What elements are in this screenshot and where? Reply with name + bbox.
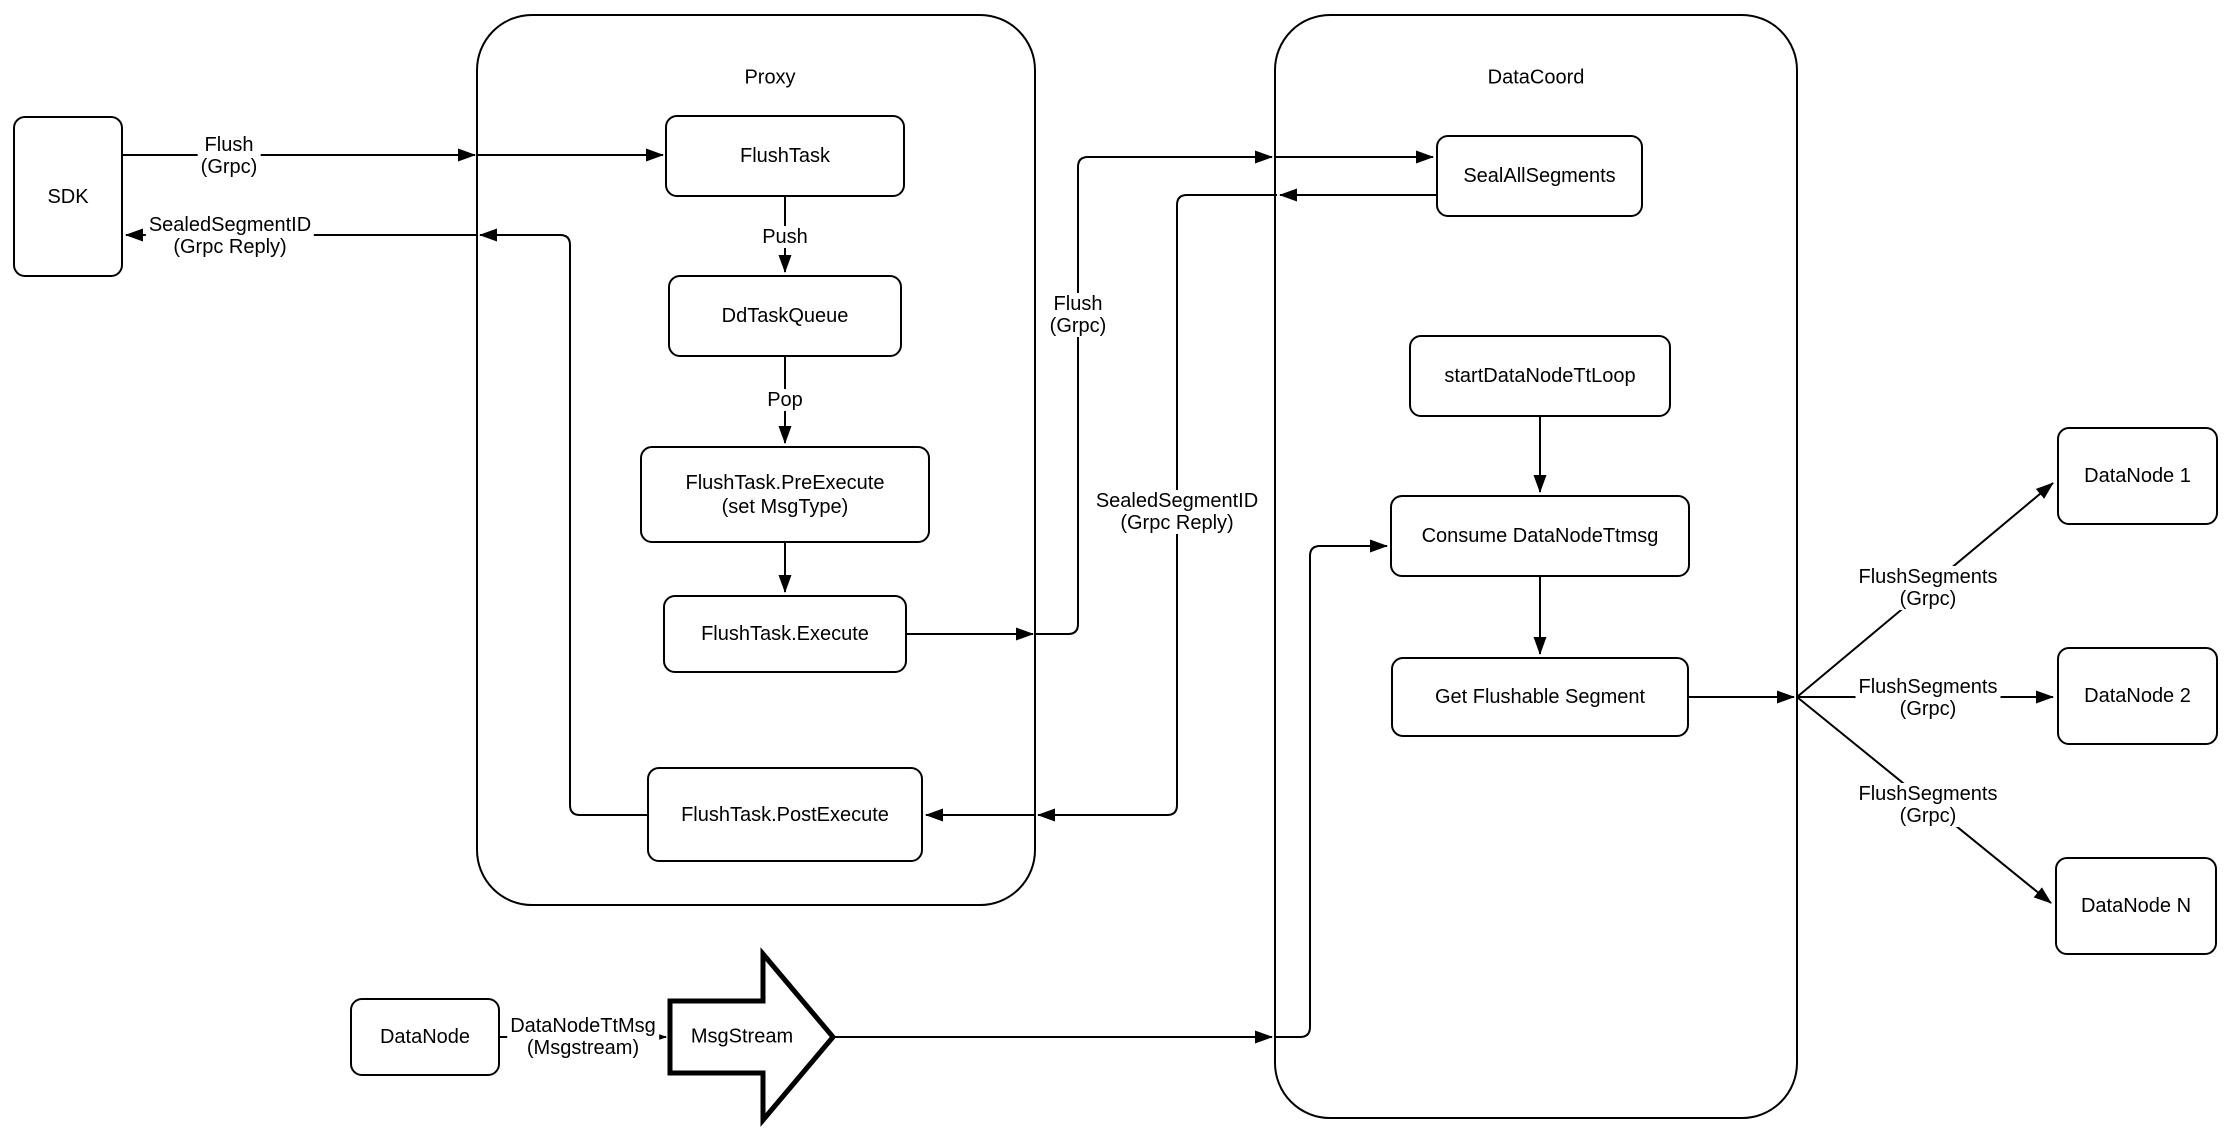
edge-label-datanodettmsg: DataNodeTtMsg (Msgstream): [507, 1015, 659, 1059]
node-get-flushable-segment: Get Flushable Segment: [1391, 657, 1689, 737]
edge-label-line: (Grpc): [1049, 315, 1107, 337]
edge-label-flushsegments-2: FlushSegments (Grpc): [1855, 676, 2001, 720]
node-consume-datanodettmsg: Consume DataNodeTtmsg: [1390, 495, 1690, 577]
edge-label-line: (Grpc Reply): [173, 236, 287, 258]
node-postexecute: FlushTask.PostExecute: [647, 767, 923, 862]
edge-label-line: (Grpc): [1899, 588, 1957, 610]
node-execute: FlushTask.Execute: [663, 595, 907, 673]
node-datanode-bottom-label: DataNode: [379, 1026, 471, 1048]
node-datanode-2-label: DataNode 2: [2084, 685, 2191, 707]
edge-label-line: (Msgstream): [526, 1037, 640, 1059]
edge-label-flushsegments-3: FlushSegments (Grpc): [1855, 783, 2001, 827]
datacoord-title: DataCoord: [1487, 66, 1585, 89]
node-consume-datanodettmsg-label: Consume DataNodeTtmsg: [1421, 525, 1659, 547]
edge-label-line: FlushSegments: [1858, 676, 1998, 698]
node-preexecute-label-line2: (set MsgType): [721, 495, 849, 518]
node-datanode-1-label: DataNode 1: [2084, 465, 2191, 487]
edge-label-flush-grpc-datacoord: Flush (Grpc): [1046, 293, 1110, 337]
node-datanode-1: DataNode 1: [2057, 427, 2218, 525]
edge-label-line: Flush: [1053, 293, 1103, 315]
edge-flush-to-datacoord-edge: [1035, 150, 1273, 635]
edge-label-pop: Pop: [764, 389, 806, 411]
edge-label-line: (Grpc): [1899, 805, 1957, 827]
proxy-title: Proxy: [744, 66, 796, 89]
node-sealallsegments: SealAllSegments: [1436, 135, 1643, 217]
node-execute-label: FlushTask.Execute: [701, 623, 869, 645]
edge-label-line: SealedSegmentID: [1095, 490, 1259, 512]
node-startdatanodettloop-label: startDataNodeTtLoop: [1444, 365, 1636, 387]
node-ddtaskqueue-label: DdTaskQueue: [721, 305, 849, 327]
node-flushtask-label: FlushTask: [739, 145, 831, 167]
msgstream-block-arrow: [667, 947, 837, 1127]
node-preexecute: FlushTask.PreExecute (set MsgType): [640, 446, 930, 543]
node-get-flushable-segment-label: Get Flushable Segment: [1434, 686, 1646, 708]
node-sdk-label: SDK: [47, 185, 89, 208]
edge-label-line: FlushSegments: [1858, 783, 1998, 805]
proxy-container: [476, 14, 1036, 906]
node-flushtask: FlushTask: [665, 115, 905, 197]
edge-label-line: (Grpc): [1899, 698, 1957, 720]
node-ddtaskqueue: DdTaskQueue: [668, 275, 902, 357]
edge-label-line: FlushSegments: [1858, 566, 1998, 588]
edge-label-line: Pop: [767, 389, 803, 411]
node-postexecute-label: FlushTask.PostExecute: [681, 803, 889, 826]
edge-label-push: Push: [759, 226, 811, 248]
node-startdatanodettloop: startDataNodeTtLoop: [1409, 335, 1671, 417]
edge-label-sealedsegmentid-proxy: SealedSegmentID (Grpc Reply): [1092, 490, 1262, 534]
edge-label-flushsegments-1: FlushSegments (Grpc): [1855, 566, 2001, 610]
edge-label-line: (Grpc Reply): [1120, 512, 1234, 534]
edge-postexecute-to-proxy-edge: [479, 228, 647, 816]
edge-label-line: DataNodeTtMsg: [510, 1015, 656, 1037]
node-sealallsegments-label: SealAllSegments: [1463, 165, 1616, 187]
msgstream-label: MsgStream: [690, 1025, 794, 1048]
datacoord-container: [1274, 14, 1798, 1119]
node-datanode-n-label: DataNode N: [2080, 895, 2192, 917]
edge-label-line: Push: [762, 226, 808, 248]
node-datanode-bottom: DataNode: [350, 998, 500, 1076]
edge-label-line: (Grpc): [200, 156, 258, 178]
node-datanode-n: DataNode N: [2055, 857, 2217, 955]
edge-label-sealedsegmentid-sdk: SealedSegmentID (Grpc Reply): [145, 214, 315, 258]
edge-label-line: SealedSegmentID: [148, 214, 312, 236]
edge-label-flush-grpc-sdk: Flush (Grpc): [197, 134, 261, 178]
node-preexecute-label-line1: FlushTask.PreExecute: [685, 471, 885, 494]
node-sdk: SDK: [13, 116, 123, 277]
edge-label-line: Flush: [204, 134, 254, 156]
edge-msgstream-to-consume: [1275, 539, 1388, 1038]
node-datanode-2: DataNode 2: [2057, 647, 2218, 745]
